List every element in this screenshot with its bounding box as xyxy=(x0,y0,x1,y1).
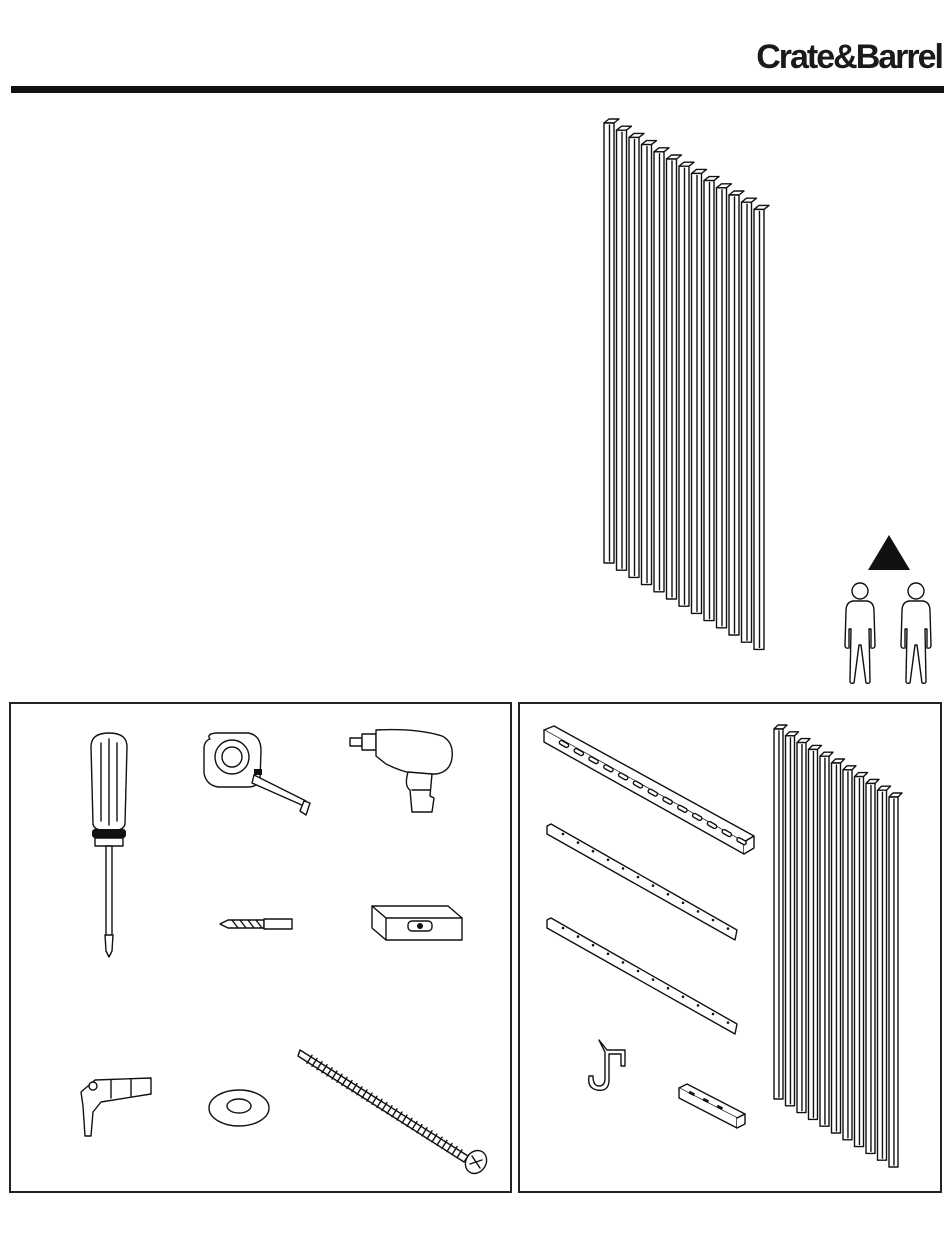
parts-panel xyxy=(518,702,942,1193)
strip-hole xyxy=(697,1004,700,1007)
strip-hole xyxy=(712,1013,715,1016)
wall-anchor-icon xyxy=(71,1072,161,1142)
strip-hole xyxy=(682,996,685,999)
strip-hole xyxy=(682,902,685,905)
strip-hole xyxy=(637,876,640,879)
person-icon xyxy=(845,583,875,683)
strip-hole xyxy=(607,953,610,956)
warning-triangle-icon xyxy=(868,535,910,570)
panel-slat xyxy=(754,205,769,649)
drill-bit-icon xyxy=(216,914,296,934)
header-rule xyxy=(11,86,944,93)
strip-hole xyxy=(727,1021,730,1024)
small-bracket-icon xyxy=(675,1082,750,1134)
wall-panel-icon xyxy=(770,719,920,1174)
washer-icon xyxy=(206,1082,276,1132)
strip-hole xyxy=(667,987,670,990)
person-icon xyxy=(901,583,931,683)
strip-hole xyxy=(667,893,670,896)
strip-hole xyxy=(577,841,580,844)
strip-hole xyxy=(592,850,595,853)
bubble-level-icon xyxy=(366,896,466,946)
panel-slat xyxy=(889,793,902,1167)
screwdriver-icon xyxy=(79,729,139,959)
two-person-warning xyxy=(830,530,950,690)
strip-hole xyxy=(622,867,625,870)
hanging-strip-icon xyxy=(545,916,745,1041)
strip-hole xyxy=(562,927,565,930)
strip-hole xyxy=(577,935,580,938)
power-drill-icon xyxy=(346,726,466,821)
strip-hole xyxy=(562,833,565,836)
strip-hole xyxy=(622,961,625,964)
long-screw-icon xyxy=(296,1044,496,1179)
strip-hole xyxy=(637,970,640,973)
tools-panel xyxy=(9,702,512,1193)
tape-measure-icon xyxy=(196,729,316,824)
brand-logo: Crate&Barrel xyxy=(756,38,942,77)
strip-hole xyxy=(592,944,595,947)
strip-hole xyxy=(652,978,655,981)
strip-hole xyxy=(607,859,610,862)
hook-icon xyxy=(585,1036,635,1096)
product-illustration xyxy=(600,115,780,660)
strip-hole xyxy=(697,910,700,913)
strip-hole xyxy=(652,884,655,887)
